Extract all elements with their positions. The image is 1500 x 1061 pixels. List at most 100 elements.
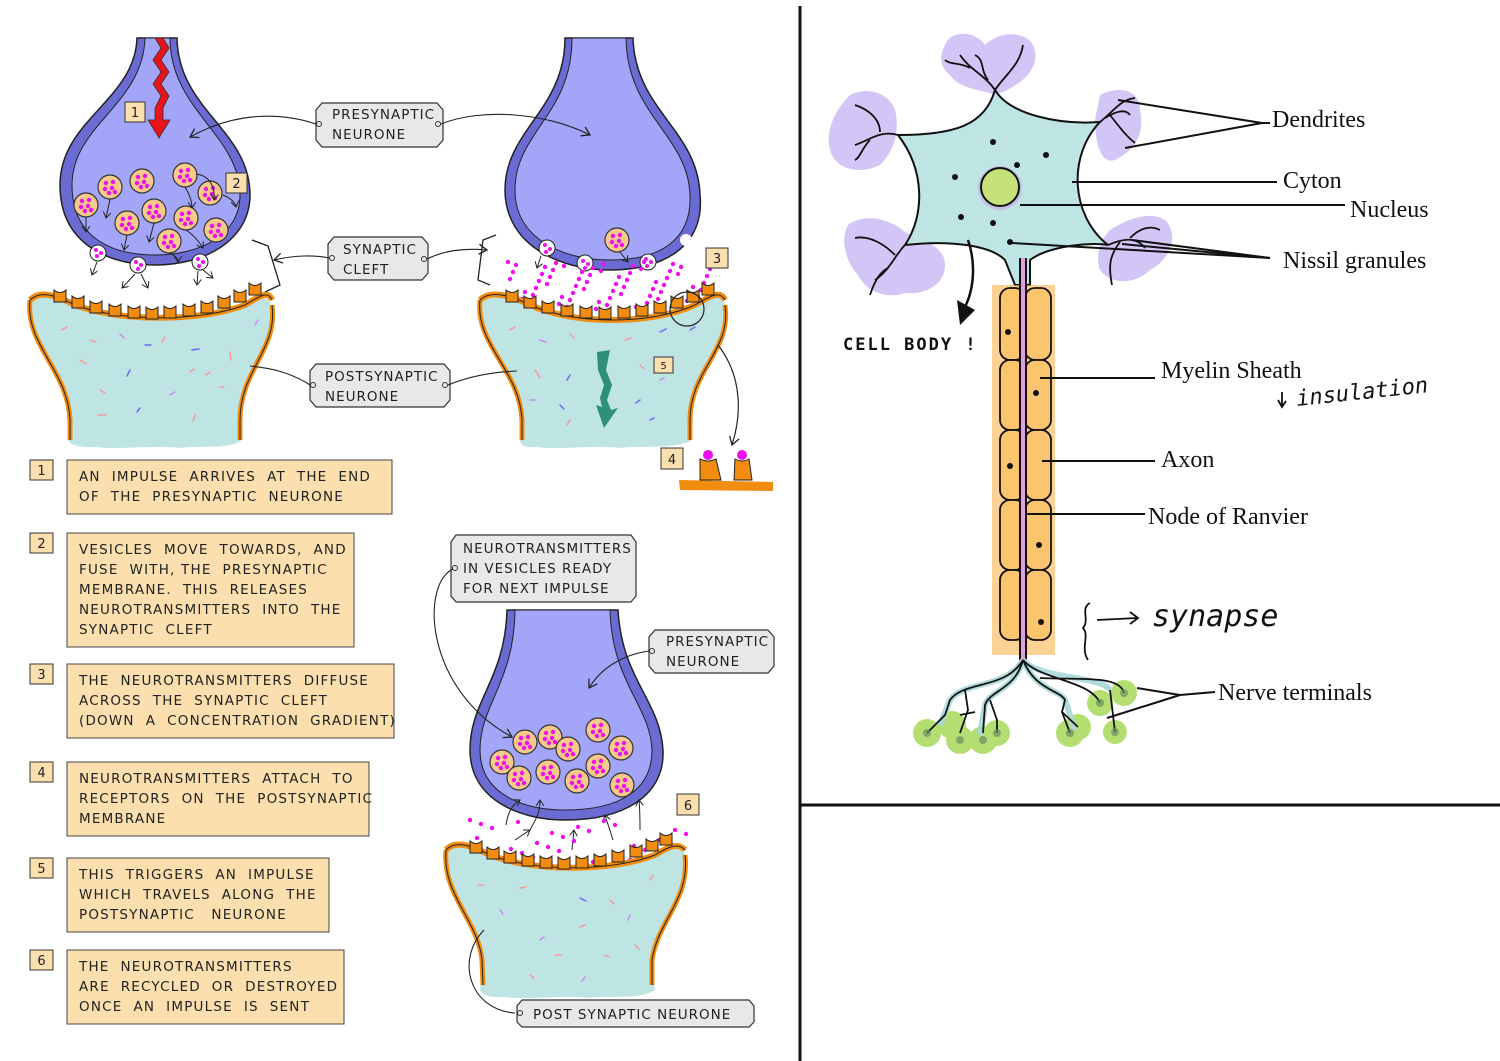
note-cell-body: CELL BODY ! <box>843 335 978 355</box>
neurotransmitter-dot <box>575 824 581 830</box>
neurotransmitter-dot <box>544 281 550 287</box>
neurotransmitter-dot <box>510 269 516 275</box>
neurotransmitter-dot <box>683 831 689 837</box>
neurotransmitter-dot <box>573 283 579 289</box>
step-text-line: MEMBRANE. THIS RELEASES <box>79 582 308 598</box>
neurotransmitter-dot <box>530 292 536 298</box>
vesicle <box>203 217 229 243</box>
neurotransmitter-dot <box>474 835 480 841</box>
neurotransmitter-dot <box>556 301 562 307</box>
label-dendrites: Dendrites <box>1272 107 1365 133</box>
neurotransmitter-dot <box>513 262 519 268</box>
label-synaptic-cleft: SYNAPTIC CLEFT <box>272 236 489 281</box>
vesicle <box>129 168 155 194</box>
step-text-line: RECEPTORS ON THE POSTSYNAPTIC <box>79 791 373 807</box>
step-text-line: OF THE PRESYNAPTIC NEURONE <box>79 489 344 505</box>
step-text-line: SYNAPTIC CLEFT <box>79 622 213 638</box>
step-text-line: MEMBRANE <box>79 811 166 827</box>
step-text-line: POSTSYNAPTIC NEURONE <box>79 907 287 923</box>
neurotransmitter-dot <box>533 285 539 291</box>
step-box <box>66 761 370 837</box>
postsynaptic-body-a <box>29 295 273 448</box>
marker-3-badge <box>705 247 729 269</box>
neurotransmitter-dot <box>508 846 514 852</box>
step-text-line: THE NEUROTRANSMITTERS <box>78 959 293 975</box>
svg-text:POSTSYNAPTIC: POSTSYNAPTIC <box>325 369 439 385</box>
note-synapse: synapse <box>1152 599 1278 634</box>
svg-text:NEURONE: NEURONE <box>332 127 406 143</box>
neurotransmitter-dot <box>604 302 610 308</box>
neurotransmitter-dot <box>571 838 577 844</box>
neurotransmitter-dot <box>570 290 576 296</box>
vesicle <box>609 772 635 798</box>
step-box <box>66 459 393 515</box>
label-pointer-lines <box>1011 99 1345 719</box>
label-myelin-sheath: Myelin Sheath <box>1161 358 1302 384</box>
step-number: 2 <box>37 537 45 552</box>
neurotransmitter-dot <box>618 291 624 297</box>
step-box <box>66 532 355 648</box>
label-axon: Axon <box>1161 447 1214 473</box>
neurotransmitter-dot <box>590 265 596 271</box>
synapse-diagram-1: 1 2 <box>27 37 281 448</box>
step-text-line: ACROSS THE SYNAPTIC CLEFT <box>79 693 328 709</box>
vesicle <box>585 717 611 743</box>
neurotransmitter-dot <box>584 279 590 285</box>
marker-2: 2 <box>232 177 240 192</box>
step-text-line: NEUROTRANSMITTERS ATTACH TO <box>79 771 354 787</box>
neurotransmitter-dot <box>587 272 593 278</box>
step-number-badge <box>29 949 54 971</box>
step-box <box>66 949 345 1025</box>
label-presynaptic-top: PRESYNAPTIC NEURONE <box>188 102 592 148</box>
step-text-line: (DOWN A CONCENTRATION GRADIENT) <box>79 713 396 729</box>
vesicle <box>114 210 140 236</box>
step-number: 5 <box>37 862 45 877</box>
neurotransmitter-dot <box>522 289 528 295</box>
nucleus <box>980 167 1020 207</box>
vesicle <box>512 729 538 755</box>
step-number-badge <box>29 761 54 783</box>
vesicle <box>604 227 630 253</box>
marker-1-badge <box>124 101 146 123</box>
neurotransmitter-dot <box>550 267 556 273</box>
fusing-vesicles-b <box>537 234 692 272</box>
label-cyton: Cyton <box>1283 168 1342 194</box>
neurotransmitter-dot <box>613 281 619 287</box>
label-post-synaptic-bottom: POST SYNAPTIC NEURONE <box>516 999 755 1028</box>
neurotransmitter-dot <box>534 840 540 846</box>
neurotransmitter-dot <box>542 264 548 270</box>
marker-6: 6 <box>684 799 692 814</box>
step-text-line: THIS TRIGGERS AN IMPULSE <box>78 867 315 883</box>
neurotransmitter-dot <box>630 263 636 269</box>
neurotransmitter-dot <box>467 817 473 823</box>
marker-2-badge <box>225 172 248 194</box>
neurotransmitter-dot <box>596 299 602 305</box>
neurotransmitter-dot <box>505 259 511 265</box>
step-number: 3 <box>37 668 45 683</box>
step-number: 1 <box>37 464 45 479</box>
step-number-badge <box>29 532 54 554</box>
cleft-bracket <box>251 239 281 293</box>
label-nissil-granules: Nissil granules <box>1283 248 1426 274</box>
neurotransmitter-dot <box>641 259 647 265</box>
neurotransmitters-recycle <box>467 817 689 866</box>
label-nerve-terminals: Nerve terminals <box>1218 680 1372 706</box>
neurotransmitter-dot <box>579 269 585 275</box>
vesicle <box>564 768 590 794</box>
svg-text:SYNAPTIC: SYNAPTIC <box>343 242 417 258</box>
neurotransmitter-dot <box>675 271 681 277</box>
marker-3: 3 <box>713 252 721 267</box>
postsynaptic-body-c <box>445 845 686 998</box>
neurotransmitter-dot <box>576 276 582 282</box>
neurotransmitter-dot <box>678 264 684 270</box>
receptor-inset: 4 <box>660 447 773 491</box>
neurotransmitter-dot <box>627 270 633 276</box>
label-presynaptic-bottom: PRESYNAPTIC NEURONE <box>588 629 775 690</box>
ion-squiggles-b <box>509 326 696 426</box>
step-number-badge <box>29 857 54 879</box>
